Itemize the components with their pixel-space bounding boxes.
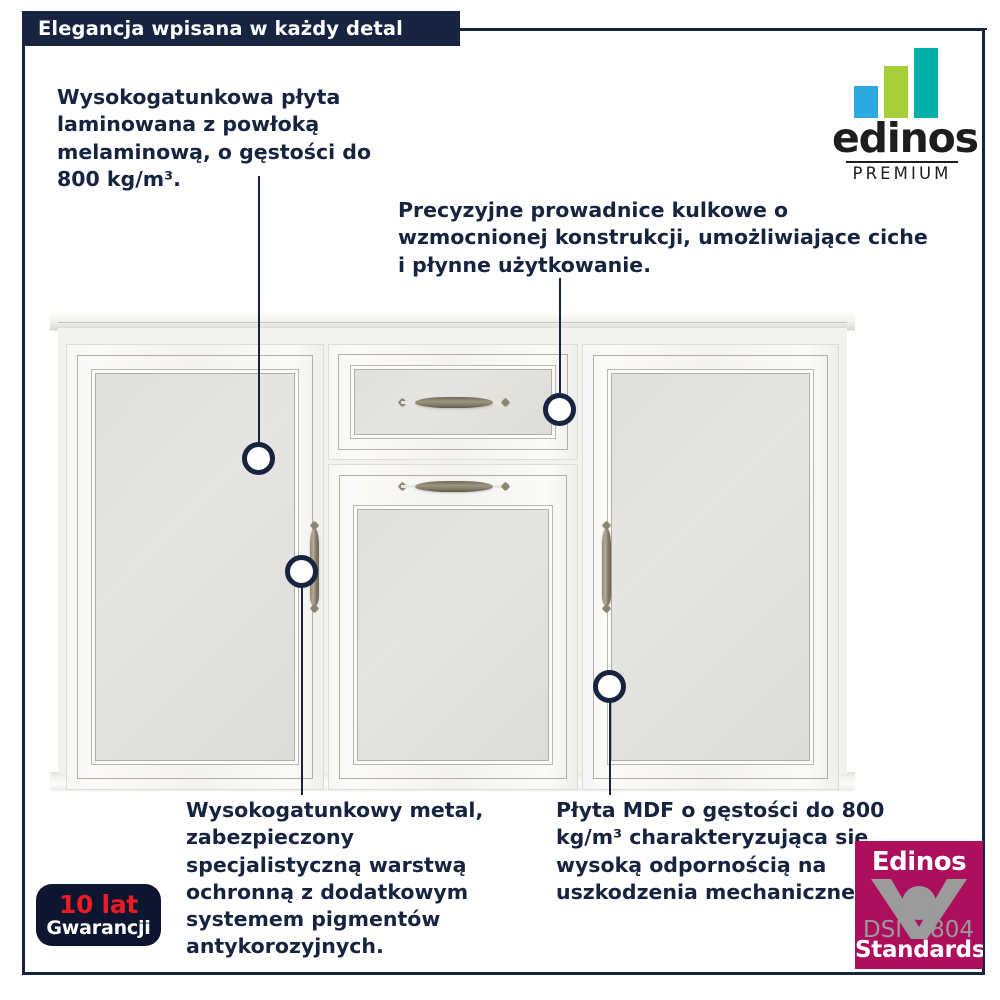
dsi-checkmark-icon (871, 879, 967, 939)
dsi-brand: Edinos (871, 847, 967, 877)
dsi-label: Standards (855, 937, 983, 963)
page-title: Elegancja wpisana w każdy detal (38, 17, 403, 40)
logo-subtitle: PREMIUM (852, 164, 952, 183)
dsi-code-left: DSI (863, 917, 903, 943)
header-title-bar: Elegancja wpisana w każdy detal (22, 11, 460, 46)
center-door-panel (353, 505, 553, 765)
center-drawer (328, 344, 578, 460)
right-door-panel (607, 369, 814, 765)
callout-dot-runners[interactable] (543, 393, 576, 426)
callout-dot-mdf[interactable] (593, 670, 626, 703)
handle-link-right (493, 485, 507, 488)
callout-text-runners: Precyzyjne prowadnice kulkowe o wzmocnio… (398, 198, 928, 277)
dsi-standards-badge: Edinos DSI 804 Standards (855, 841, 983, 969)
cornice-top (50, 312, 855, 330)
logo-bars-icon (854, 48, 950, 118)
leader-line-runners (559, 278, 561, 393)
left-door-panel (91, 369, 299, 765)
leader-line-title (460, 28, 987, 30)
leader-line-mdf (609, 702, 611, 795)
center-door-outer-moulding (339, 475, 567, 779)
logo-bar-2 (884, 66, 908, 118)
right-door-handle (602, 528, 611, 606)
right-door (582, 344, 839, 790)
center-door-handle (401, 481, 507, 492)
leader-line-metal (301, 587, 303, 795)
handle-link-left (401, 485, 415, 488)
cabinet-body (58, 328, 847, 790)
leader-line-laminate (258, 176, 260, 442)
logo-divider (846, 161, 958, 163)
warranty-label: Gwarancji (46, 917, 151, 939)
logo-bar-1 (854, 86, 878, 118)
product-image-komoda (50, 312, 855, 790)
handle-link-right (493, 401, 507, 404)
callout-text-mdf: Płyta MDF o gęstości do 800 kg/m³ charak… (556, 798, 885, 904)
callout-dot-metal[interactable] (285, 555, 318, 588)
center-door (328, 464, 578, 790)
edinos-logo: edinos PREMIUM (832, 48, 979, 183)
warranty-badge: 10 lat Gwarancji (36, 884, 161, 946)
handle-link-left (401, 401, 415, 404)
left-door (66, 344, 324, 790)
drawer-handle (401, 397, 507, 408)
callout-dot-laminate[interactable] (242, 442, 275, 475)
warranty-years: 10 lat (58, 890, 139, 919)
logo-wordmark: edinos (832, 114, 979, 162)
callout-text-metal: Wysokogatunkowy metal, zabezpieczony spe… (186, 798, 484, 959)
logo-bar-3 (914, 48, 938, 118)
dsi-code-right: 804 (930, 917, 974, 943)
right-door-outer-moulding (593, 355, 828, 779)
callout-text-laminate: Wysokogatunkowa płyta laminowana z powło… (57, 85, 372, 191)
